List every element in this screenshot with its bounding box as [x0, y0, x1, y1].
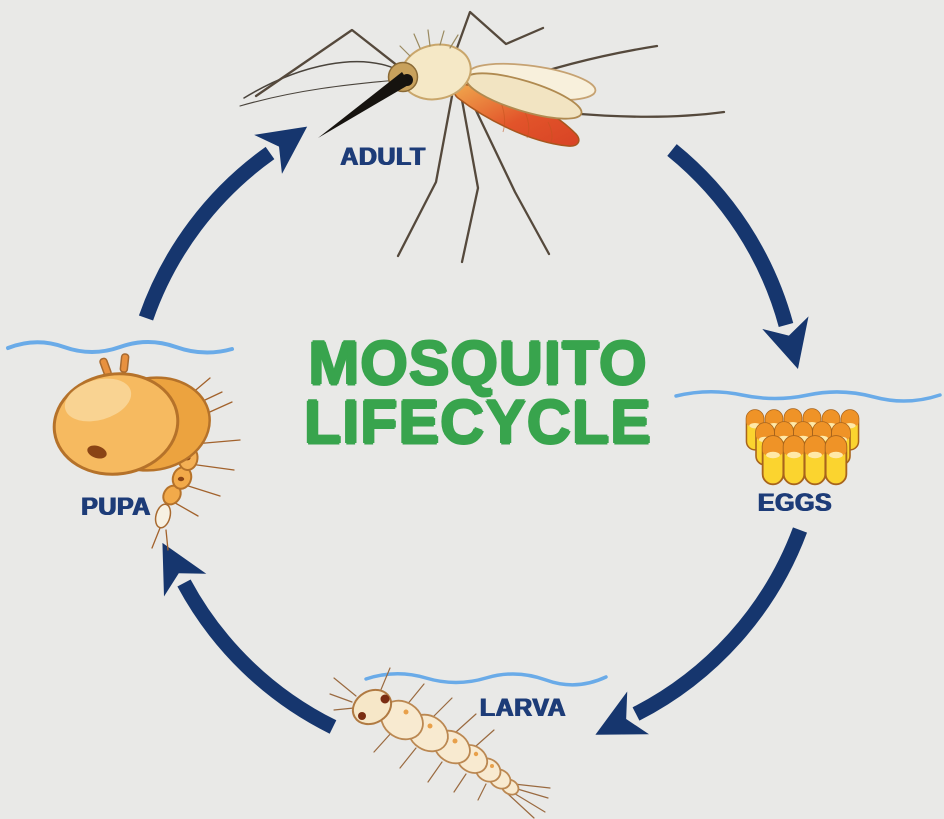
pupa-paddle	[154, 503, 172, 529]
stage-label-larva: LARVA	[479, 694, 567, 722]
pupa-spot	[87, 445, 107, 459]
larva-eye-spots	[358, 694, 390, 720]
stage-label-pupa: PUPA	[81, 493, 151, 521]
stage-label-adult: ADULT	[340, 143, 426, 171]
arrow-adult-to-eggs	[667, 144, 809, 370]
arrow-larva-to-pupa	[162, 542, 337, 734]
arrow-pupa-to-adult	[138, 126, 308, 321]
pupa-trumpets	[99, 353, 130, 377]
stage-label-eggs: EGGS	[757, 489, 833, 517]
larva-illustration	[329, 667, 551, 819]
larva-body-segments	[380, 699, 520, 796]
water-line-eggs	[674, 389, 942, 403]
mosquito-antennae	[239, 60, 399, 107]
mosquito-legs	[254, 10, 726, 264]
title-line-2: LIFECYCLE	[304, 388, 652, 457]
eggs-illustration	[745, 408, 860, 486]
water-line-pupa	[6, 340, 234, 355]
title-line-1: MOSQUITO	[308, 329, 648, 397]
water-line-larva	[364, 672, 608, 687]
larva-segment-dots	[403, 709, 494, 768]
arrow-eggs-to-larva	[595, 527, 808, 735]
adult-mosquito-illustration	[239, 10, 726, 264]
page-title: MOSQUITO LIFECYCLE	[304, 333, 652, 453]
mosquito-proboscis	[318, 72, 410, 138]
pupa-body-highlight	[64, 378, 132, 422]
pupa-illustration	[52, 353, 241, 551]
egg-row-front	[761, 435, 848, 486]
mosquito-thorax-fuzz	[399, 29, 459, 57]
